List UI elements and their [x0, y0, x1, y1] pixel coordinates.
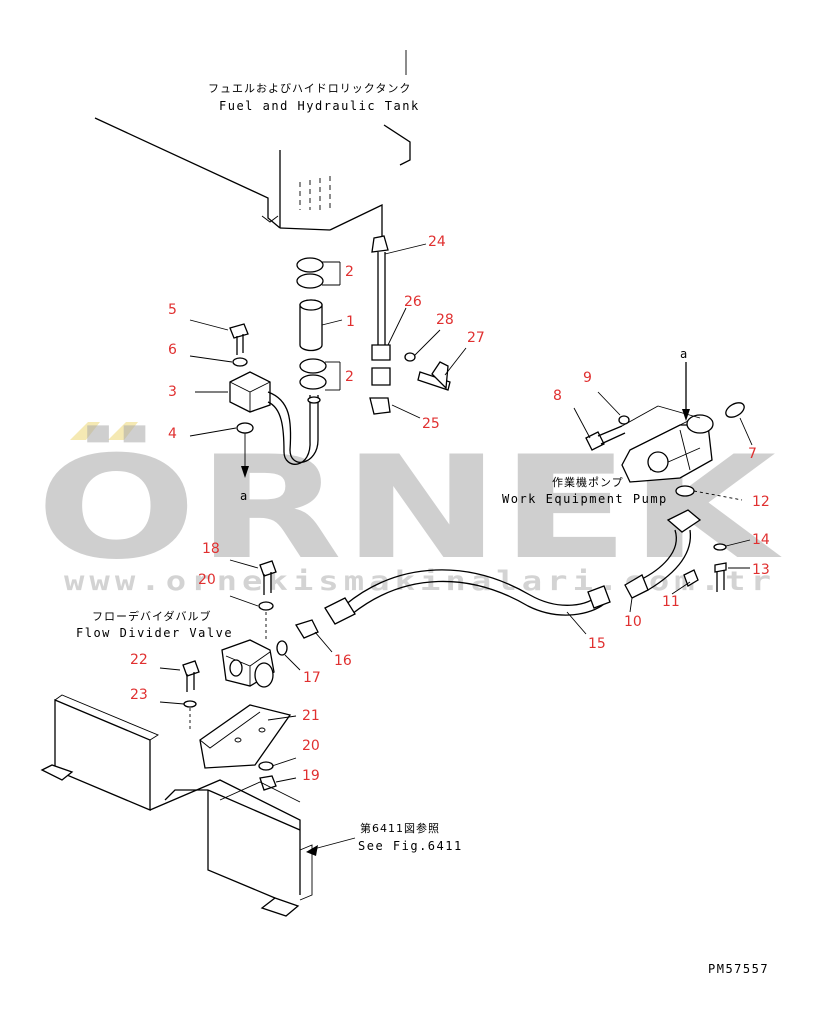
part-number: 14	[752, 532, 770, 548]
fuel-hydraulic-tank	[94, 50, 411, 248]
tank-label-en: Fuel and Hydraulic Tank	[219, 99, 420, 113]
part-number: 2	[345, 264, 354, 280]
part-number: 23	[130, 687, 148, 703]
part-number: 22	[130, 652, 148, 668]
reference-a-pipe: a	[240, 489, 249, 503]
pump-outlet-elbow	[624, 485, 751, 613]
part-number: 3	[168, 384, 177, 400]
part-number: 15	[588, 636, 606, 652]
part-number: 5	[168, 302, 177, 318]
watermark-url: www.ornekismakinalari.com.tr	[64, 566, 776, 597]
pump-label-jp: 作業機ポンプ	[552, 475, 624, 489]
part-number: 1	[346, 314, 355, 330]
drawing-code: PM57557	[708, 962, 769, 976]
valve-label-en: Flow Divider Valve	[76, 626, 233, 640]
part-number: 19	[302, 768, 320, 784]
drain-hose	[369, 235, 427, 415]
suction-hose-assembly	[296, 257, 343, 391]
part-number: 13	[752, 562, 770, 578]
frame	[40, 694, 356, 917]
part-number: 7	[748, 446, 757, 462]
part-number: 26	[404, 294, 422, 310]
work-equipment-pump	[621, 362, 753, 483]
part-number: 20	[198, 572, 216, 588]
reference-a-pump: a	[680, 347, 689, 361]
fig-label-jp: 第6411図参照	[360, 821, 440, 835]
part-number: 27	[467, 330, 485, 346]
drain-bolt-washer	[391, 329, 467, 419]
part-number: 9	[583, 370, 592, 386]
valve-bracket	[199, 704, 297, 791]
part-number: 2	[345, 369, 354, 385]
part-number: 10	[624, 614, 642, 630]
part-numbers: 1 2 2 3 4 5 6 7 8 9 10 11 12 13 14 15 16…	[130, 234, 770, 784]
fig-label-en: See Fig.6411	[358, 839, 463, 853]
bolt-washer-oring-left	[189, 319, 254, 478]
part-number: 21	[302, 708, 320, 724]
part-number: 4	[168, 426, 177, 442]
part-number: 8	[553, 388, 562, 404]
pressure-hose	[324, 569, 611, 635]
part-number: 11	[662, 594, 680, 610]
part-number: 25	[422, 416, 440, 432]
flow-divider-valve	[221, 619, 333, 688]
pump-label-en: Work Equipment Pump	[502, 492, 668, 506]
valve-label-jp: フローデバイダバルブ	[92, 609, 212, 623]
suction-pipe	[229, 371, 321, 465]
part-number: 24	[428, 234, 446, 250]
valve-bolt-washer-top	[229, 559, 277, 640]
tank-label-jp: フュエルおよびハイドロリックタンク	[208, 82, 411, 95]
part-number: 20	[302, 738, 320, 754]
part-number: 18	[202, 541, 220, 557]
part-number: 16	[334, 653, 352, 669]
part-number: 17	[303, 670, 321, 686]
part-number: 6	[168, 342, 177, 358]
pump-bolt-washer	[573, 391, 630, 451]
bracket-bolt-washer	[159, 660, 200, 730]
part-number: 12	[752, 494, 770, 510]
part-number: 28	[436, 312, 454, 328]
